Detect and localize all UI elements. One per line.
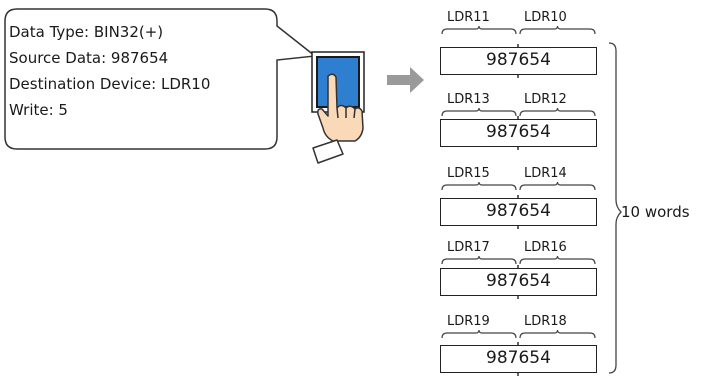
label-brace [441, 107, 517, 117]
label-brace [441, 25, 517, 35]
label-brace [519, 255, 596, 265]
label-brace [441, 329, 517, 339]
label-brace [519, 107, 596, 117]
value-box: 987654 [440, 345, 597, 373]
register-label: LDR11 [447, 10, 490, 25]
pointing-hand-icon [312, 73, 364, 164]
callout-line-data-type: Data Type: BIN32(+) [9, 23, 164, 41]
callout-line-source-data: Source Data: 987654 [9, 49, 169, 67]
callout-line-destination: Destination Device: LDR10 [9, 75, 211, 93]
right-arrow-icon [387, 67, 424, 93]
label-brace [519, 25, 596, 35]
value-box: 987654 [440, 47, 597, 75]
register-label: LDR12 [524, 92, 567, 107]
words-brace [608, 42, 622, 374]
callout-bubble [4, 8, 317, 150]
register-label: LDR15 [447, 166, 490, 181]
register-label: LDR19 [447, 314, 490, 329]
register-label: LDR14 [524, 166, 567, 181]
label-brace [519, 329, 596, 339]
value-box: 987654 [440, 268, 597, 296]
value-box: 987654 [440, 119, 597, 147]
label-brace [519, 181, 596, 191]
register-label: LDR16 [524, 240, 567, 255]
label-brace [441, 181, 517, 191]
register-label: LDR13 [447, 92, 490, 107]
words-count-label: 10 words [621, 203, 690, 221]
label-brace [441, 255, 517, 265]
value-box: 987654 [440, 198, 597, 226]
register-label: LDR10 [524, 10, 567, 25]
callout-line-write: Write: 5 [9, 101, 68, 119]
register-label: LDR18 [524, 314, 567, 329]
pressed-button-icon [311, 51, 365, 113]
register-label: LDR17 [447, 240, 490, 255]
